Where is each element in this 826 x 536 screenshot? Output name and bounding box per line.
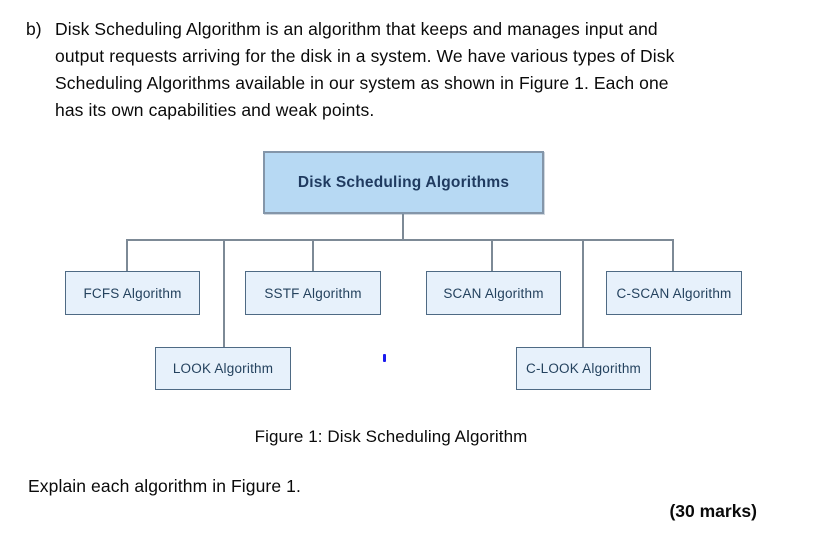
node-sstf-algorithm: SSTF Algorithm <box>245 271 381 315</box>
connector-drop-fcfs <box>126 239 128 272</box>
node-look-algorithm: LOOK Algorithm <box>155 347 291 390</box>
node-root-label: Disk Scheduling Algorithms <box>297 173 510 191</box>
intro-line-4: has its own capabilities and weak points… <box>55 100 375 120</box>
disk-scheduling-diagram: Disk Scheduling Algorithms FCFS Algorith… <box>65 151 742 390</box>
node-clook-algorithm: C-LOOK Algorithm <box>516 347 651 390</box>
connector-drop-scan <box>491 239 493 272</box>
node-scan-label: SCAN Algorithm <box>443 285 544 301</box>
connector-drop-clook <box>582 239 584 348</box>
intro-line-2: output requests arriving for the disk in… <box>55 46 675 66</box>
connector-drop-look <box>223 239 225 348</box>
marks-label: (30 marks) <box>669 501 757 521</box>
node-scan-algorithm: SCAN Algorithm <box>426 271 561 315</box>
node-fcfs-label: FCFS Algorithm <box>83 285 182 301</box>
question-text: Explain each algorithm in Figure 1. <box>28 476 301 496</box>
list-marker: b) <box>26 19 42 39</box>
node-look-label: LOOK Algorithm <box>172 361 274 376</box>
intro-paragraph: Disk Scheduling Algorithm is an algorith… <box>55 16 765 124</box>
connector-root-stem <box>402 214 404 241</box>
intro-line-1: Disk Scheduling Algorithm is an algorith… <box>55 19 658 39</box>
blue-cursor-mark <box>383 354 386 362</box>
node-cscan-label: C-SCAN Algorithm <box>616 285 732 301</box>
node-disk-scheduling-algorithms: Disk Scheduling Algorithms <box>263 151 544 214</box>
connector-drop-sstf <box>312 239 314 272</box>
connector-horizontal-bar <box>126 239 674 241</box>
node-sstf-label: SSTF Algorithm <box>264 285 362 301</box>
node-clook-label: C-LOOK Algorithm <box>526 361 641 376</box>
intro-line-3: Scheduling Algorithms available in our s… <box>55 73 669 93</box>
connector-drop-cscan <box>672 239 674 273</box>
node-fcfs-algorithm: FCFS Algorithm <box>65 271 200 315</box>
node-cscan-algorithm: C-SCAN Algorithm <box>606 271 742 315</box>
figure-caption: Figure 1: Disk Scheduling Algorithm <box>254 427 528 446</box>
